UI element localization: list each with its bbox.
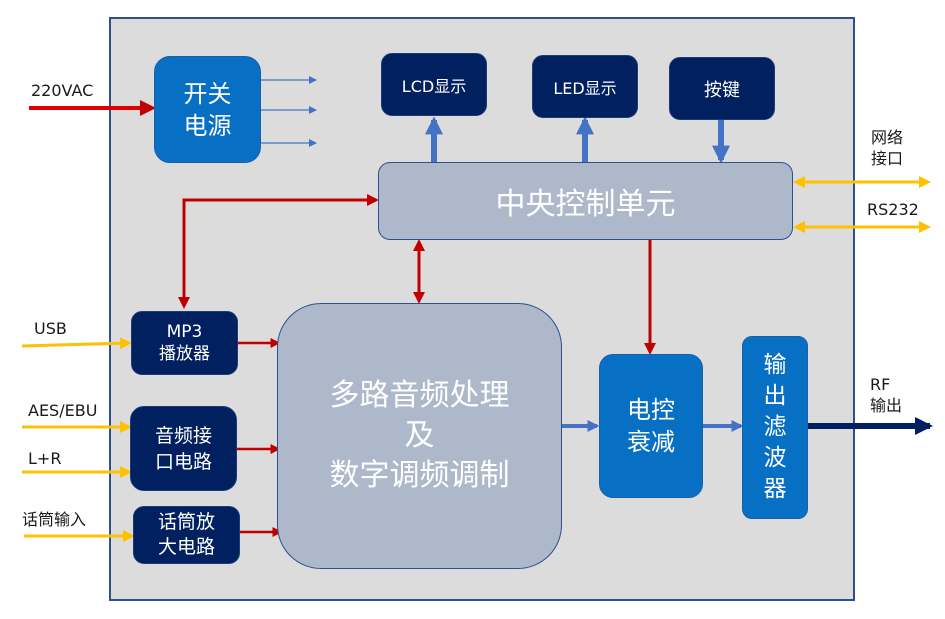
ac-input-label: 220VAC (31, 81, 94, 100)
keypad-block: 按键 (669, 57, 775, 120)
lr-label: L+R (28, 449, 62, 468)
switching-power-supply-block: 开关 电源 (154, 56, 261, 163)
audio-interface-block: 音频接 口电路 (130, 406, 237, 491)
mp3-player-block: MP3 播放器 (131, 311, 238, 375)
aes-ebu-label: AES/EBU (28, 401, 98, 420)
lcd-display-block: LCD显示 (381, 53, 487, 116)
network-interface-label: 网络 接口 (871, 128, 904, 168)
usb-input-arrow (21, 337, 132, 350)
rs232-label: RS232 (867, 200, 919, 219)
output-filter-block: 输 出 滤 波 器 (742, 336, 808, 519)
mp3-cpu-link (178, 194, 379, 309)
central-control-unit-block: 中央控制单元 (378, 162, 793, 240)
usb-label: USB (34, 319, 67, 338)
rf-output-label: RF 输出 (870, 375, 903, 415)
audio-processing-fm-modulation-block: 多路音频处理 及 数字调频调制 (277, 303, 562, 569)
mic-amplifier-block: 话筒放 大电路 (133, 506, 240, 564)
led-display-block: LED显示 (532, 55, 638, 118)
electronic-attenuator-block: 电控 衰减 (599, 354, 703, 498)
mic-input-label: 话筒输入 (22, 510, 87, 529)
